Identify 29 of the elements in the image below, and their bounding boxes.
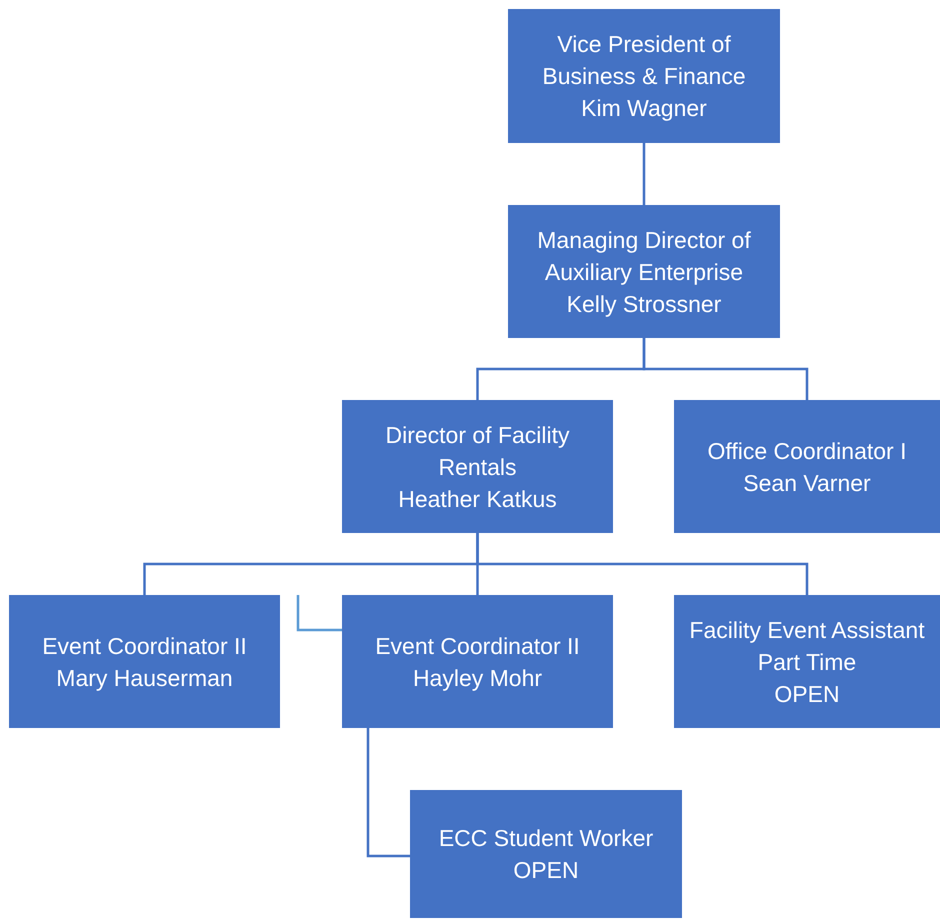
connector-line <box>366 728 410 858</box>
position-box <box>674 400 940 533</box>
position-box <box>508 205 780 338</box>
stray-line <box>296 595 342 632</box>
position-box <box>508 9 780 143</box>
job-title: Facility Event Assistant Part Time <box>688 616 926 676</box>
employee-name: Kim Wagner <box>581 94 707 123</box>
job-title: Director of Facility Rentals <box>384 420 571 482</box>
position-box <box>674 595 940 728</box>
connector-line <box>642 143 646 205</box>
employee-name: Heather Katkus <box>398 484 557 514</box>
connector-line <box>642 338 808 400</box>
employee-name: OPEN <box>513 856 579 885</box>
position-box <box>9 595 280 728</box>
job-title: Managing Director of Auxiliary Enterprise <box>536 226 752 287</box>
connector-line <box>476 533 808 595</box>
employee-name: Hayley Mohr <box>412 664 542 693</box>
employee-name: Kelly Strossner <box>566 290 722 319</box>
employee-name: OPEN <box>774 680 840 708</box>
position-box <box>342 400 613 533</box>
job-title: ECC Student Worker <box>438 824 654 853</box>
job-title: Vice President of Business & Finance <box>541 30 747 91</box>
position-box <box>410 790 682 918</box>
job-title: Office Coordinator I <box>707 436 906 466</box>
job-title: Event Coordinator II <box>42 632 247 660</box>
job-title: Event Coordinator II <box>375 632 580 660</box>
employee-name: Mary Hauserman <box>56 664 233 693</box>
position-box <box>342 595 613 728</box>
employee-name: Sean Varner <box>743 468 871 498</box>
